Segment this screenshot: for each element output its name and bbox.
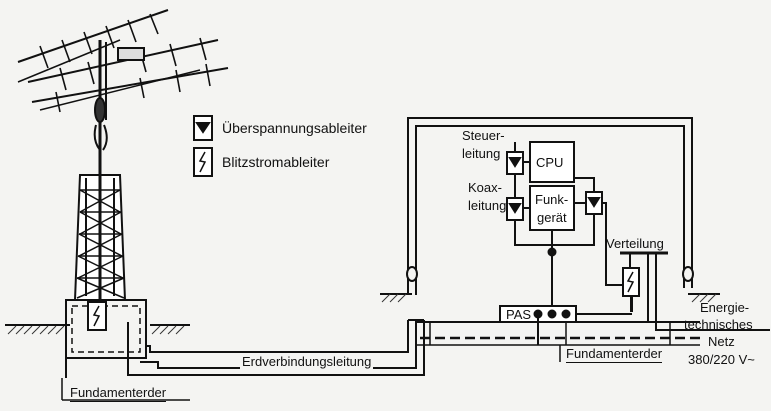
equipment-boxes: [529, 141, 575, 231]
building-cable-run: [406, 117, 694, 295]
grid-label-2: technisches: [684, 317, 753, 332]
pas-bar: [499, 305, 632, 345]
pas-label: PAS: [506, 307, 532, 322]
control-line-label-1: Steuer-: [462, 128, 505, 143]
grid-label-1: Energie-: [700, 300, 750, 315]
legend-surge-arrester-label: Überspannungsableiter: [222, 120, 367, 136]
foundation-earth-left-label: Fundamenterder: [70, 385, 167, 402]
building-foundation: [416, 321, 700, 346]
lattice-tower: [73, 150, 127, 301]
tower-foundation: [65, 299, 147, 378]
distribution-label: Verteilung: [606, 236, 664, 251]
distribution-lightning-arrester: [622, 267, 640, 312]
ground-right: [380, 293, 720, 303]
control-line-label-2: leitung: [462, 146, 501, 161]
legend-symbols: [193, 115, 213, 177]
surge-arresters: [506, 151, 603, 221]
coax-line-label-2: leitung: [468, 198, 507, 213]
foundation-earth-right-label: Fundamenterder: [566, 346, 663, 363]
label-leaders: [61, 345, 561, 401]
grid-label-3: Netz: [708, 334, 735, 349]
tower-lightning-arrester: [87, 301, 107, 331]
earthing-conductors: [127, 319, 425, 376]
earthing-conductor-label: Erdverbindungsleitung: [240, 354, 374, 369]
radio-label-1: Funk-: [535, 192, 569, 207]
ground-left: [5, 324, 190, 335]
cpu-label: CPU: [536, 155, 564, 170]
grid-label-4: 380/220 V~: [688, 352, 755, 367]
legend-lightning-arrester-label: Blitzstromableiter: [222, 154, 330, 170]
coax-line-label-1: Koax-: [468, 180, 502, 195]
antenna: [17, 9, 229, 175]
radio-label-2: gerät: [537, 210, 567, 225]
